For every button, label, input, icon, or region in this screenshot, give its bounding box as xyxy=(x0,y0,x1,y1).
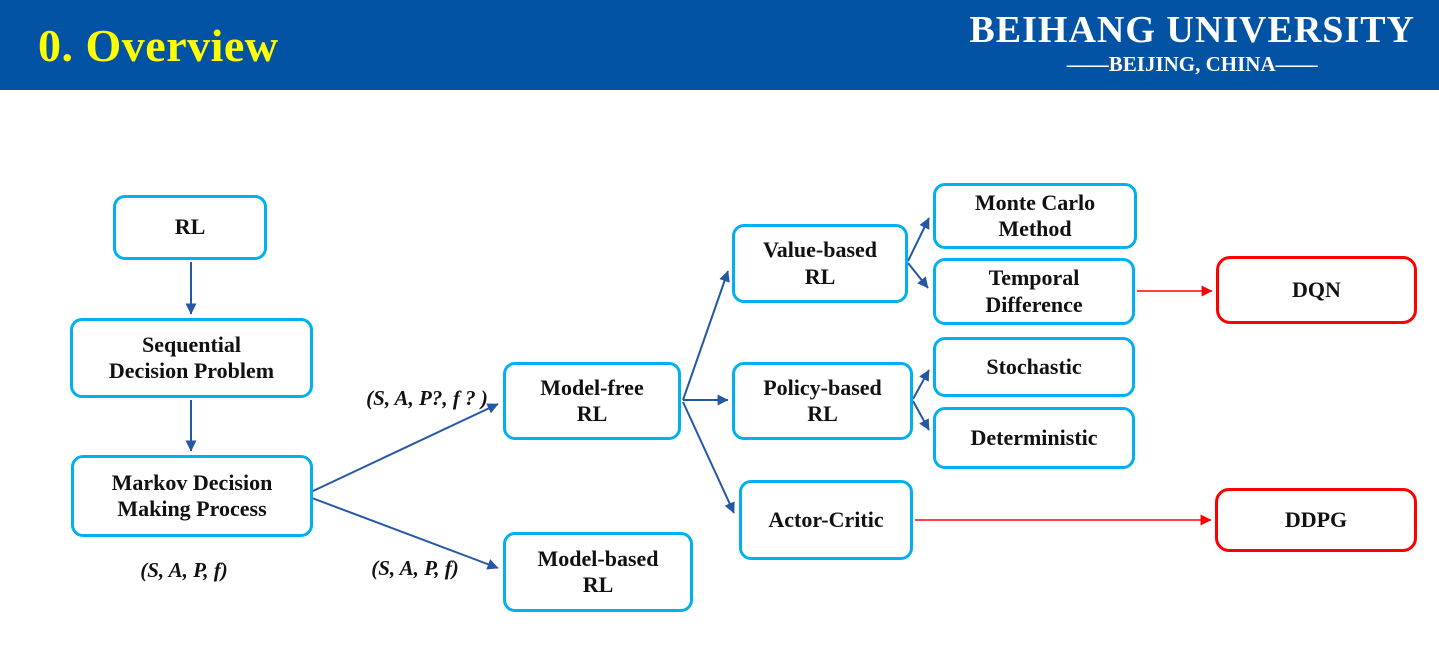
university-location: ——BEIJING, CHINA—— xyxy=(1066,52,1318,76)
arrow-policy-based-to-stochastic xyxy=(912,369,930,400)
node-deterministic: Deterministic xyxy=(933,407,1135,469)
node-actor-critic: Actor-Critic xyxy=(739,480,913,560)
arrow-markov-to-model-free xyxy=(312,403,499,492)
arrow-model-free-to-value-based xyxy=(682,270,730,401)
node-rl: RL xyxy=(113,195,267,260)
node-monte-carlo-method: Monte Carlo Method xyxy=(933,183,1137,249)
arrow-model-free-to-actor-critic xyxy=(682,401,735,514)
university-block: BEIHANG UNIVERSITY ——BEIJING, CHINA—— xyxy=(969,8,1415,76)
node-temporal-difference: Temporal Difference xyxy=(933,258,1135,325)
arrow-value-based-to-monte-carlo xyxy=(907,217,930,262)
node-value-based-rl: Value-based RL xyxy=(732,224,908,303)
slide-title: 0. Overview xyxy=(38,19,279,71)
node-stochastic: Stochastic xyxy=(933,337,1135,397)
node-model-free-rl: Model-free RL xyxy=(503,362,681,440)
annotation-model-based-tuple: (S, A, P, f) xyxy=(371,556,459,580)
node-sequential-decision-problem: Sequential Decision Problem xyxy=(70,318,313,398)
node-policy-based-rl: Policy-based RL xyxy=(732,362,913,440)
university-name: BEIHANG UNIVERSITY xyxy=(969,9,1415,51)
node-markov-decision-making-process: Markov Decision Making Process xyxy=(71,455,313,537)
arrow-policy-based-to-deterministic xyxy=(912,400,930,431)
node-ddpg: DDPG xyxy=(1215,488,1417,552)
annotation-model-free-tuple: (S, A, P?, f ? ) xyxy=(366,386,488,410)
arrow-value-based-to-temporal-difference xyxy=(907,262,929,289)
header-bar: 0. Overview BEIHANG UNIVERSITY ——BEIJING… xyxy=(0,0,1439,90)
node-dqn: DQN xyxy=(1216,256,1417,324)
annotation-mdp-tuple: (S, A, P, f) xyxy=(140,558,228,582)
node-model-based-rl: Model-based RL xyxy=(503,532,693,612)
